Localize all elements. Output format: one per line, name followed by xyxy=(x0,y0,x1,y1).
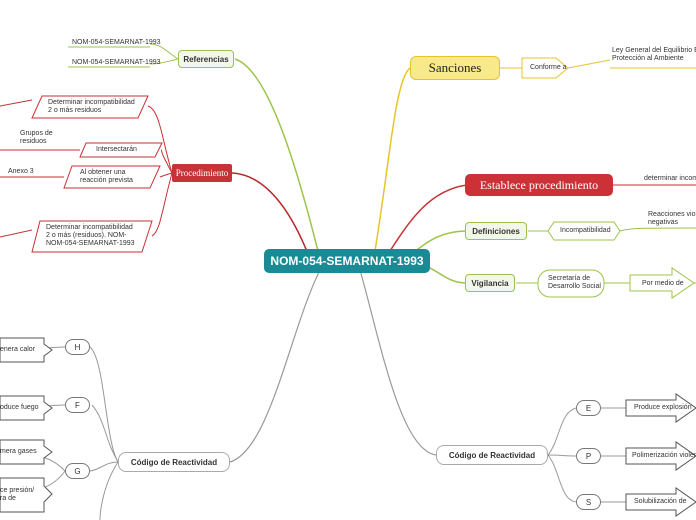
arrow-shape xyxy=(625,441,696,471)
reactividad-left-text-1[interactable]: enera calor xyxy=(0,346,36,353)
vigilancia-node[interactable]: Vigilancia xyxy=(465,274,515,292)
arrow-shape xyxy=(0,395,53,421)
definiciones-text[interactable]: Reacciones violen negativas xyxy=(648,211,696,226)
procedimiento-item-3[interactable]: Al obtener una reacción prevista xyxy=(80,169,133,184)
vigilancia-child-2[interactable]: Por medio de xyxy=(642,280,684,287)
arrow-shape xyxy=(0,477,53,513)
procedimiento-item-2[interactable]: Intersectarán xyxy=(96,146,137,153)
referencia-item-1[interactable]: NOM-054-SEMARNAT-1993 xyxy=(72,39,161,46)
arrow-shape xyxy=(625,487,696,517)
code-g[interactable]: G xyxy=(65,463,90,479)
reactividad-right-text-3[interactable]: Solubilización de xyxy=(634,498,687,505)
hexagon-shape xyxy=(547,221,621,241)
arrow-shape xyxy=(521,57,569,79)
arrow-shape xyxy=(625,393,696,423)
rounded-shape xyxy=(537,269,605,298)
reactividad-left-node[interactable]: Código de Reactividad xyxy=(118,452,230,472)
parallelogram-shape xyxy=(31,220,153,253)
code-p[interactable]: P xyxy=(576,448,601,464)
code-h[interactable]: H xyxy=(65,339,90,355)
procedimiento-item-1[interactable]: Determinar incompatibilidad 2 o más resi… xyxy=(48,99,135,114)
referencias-node[interactable]: Referencias xyxy=(178,50,234,68)
procedimiento-item-4[interactable]: Determinar incompatibilidad 2 o más (res… xyxy=(46,224,135,247)
parallelogram-shape xyxy=(63,165,161,189)
vigilancia-child[interactable]: Secretaría de Desarrollo Social xyxy=(548,275,601,290)
procedimiento-side-text-1[interactable]: Grupos de residuos xyxy=(20,130,53,145)
sanciones-node[interactable]: Sanciones xyxy=(410,56,500,80)
reactividad-right-node[interactable]: Código de Reactividad xyxy=(436,445,548,465)
arrow-shape xyxy=(0,439,53,465)
reactividad-right-text-2[interactable]: Polimerización violent xyxy=(632,452,696,459)
code-e[interactable]: E xyxy=(576,400,601,416)
reactividad-left-text-3[interactable]: mera gases xyxy=(0,448,37,455)
sanciones-child[interactable]: Conforme a xyxy=(530,64,567,71)
definiciones-child[interactable]: Incompatibilidad xyxy=(560,227,611,234)
code-f[interactable]: F xyxy=(65,397,90,413)
reactividad-left-text-4[interactable]: ce presión/ ra de xyxy=(0,487,35,502)
establece-node[interactable]: Establece procedimiento xyxy=(465,174,613,196)
reactividad-right-text-1[interactable]: Produce explosión xyxy=(634,404,692,411)
parallelogram-shape xyxy=(31,95,149,119)
procedimiento-side-text-2[interactable]: Anexo 3 xyxy=(8,168,34,175)
arrow-shape xyxy=(629,267,695,299)
procedimiento-node[interactable]: Procedimiento xyxy=(172,164,232,182)
arrow-shape xyxy=(0,337,53,363)
referencia-item-2[interactable]: NOM-054-SEMARNAT-1993 xyxy=(72,59,161,66)
code-s[interactable]: S xyxy=(576,494,601,510)
sanciones-text[interactable]: Ley General del Equilibrio Ecol Protecci… xyxy=(612,47,696,62)
reactividad-left-text-2[interactable]: oduce fuego xyxy=(0,404,39,411)
establece-text[interactable]: determinar incomp xyxy=(644,175,696,182)
central-topic[interactable]: NOM-054-SEMARNAT-1993 xyxy=(264,249,430,273)
parallelogram-shape xyxy=(79,142,163,158)
definiciones-node[interactable]: Definiciones xyxy=(465,222,527,240)
